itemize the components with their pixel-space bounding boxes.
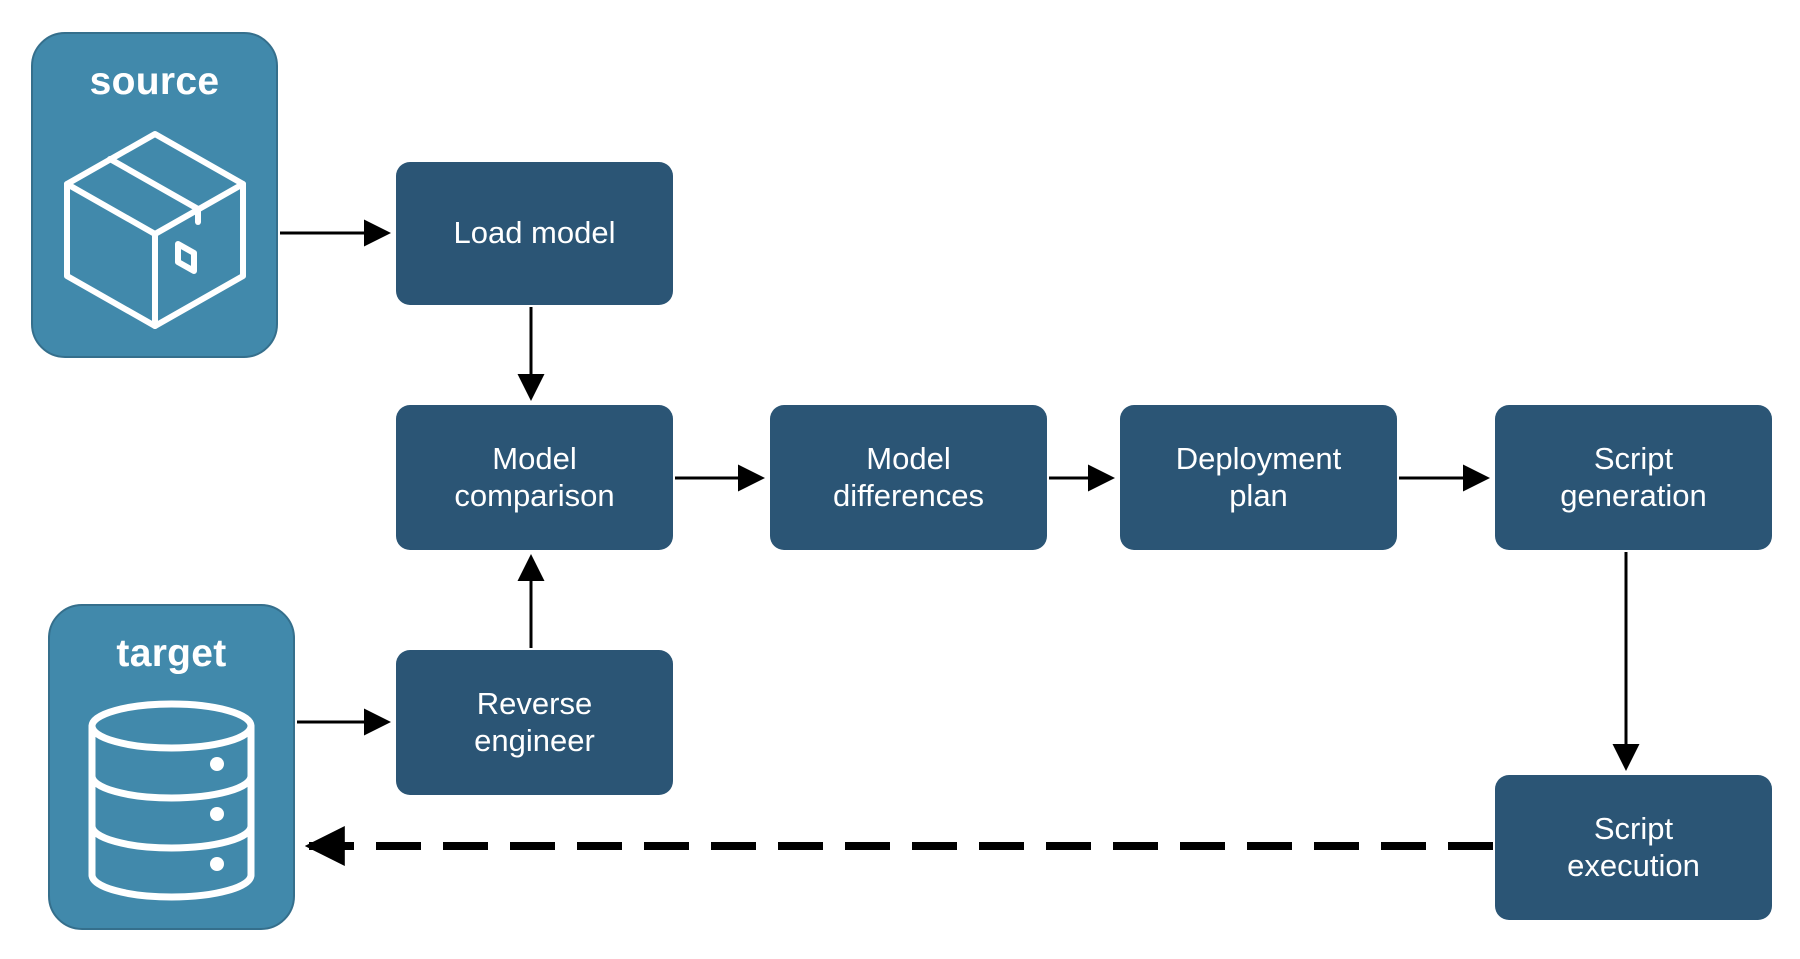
node-model-differences[interactable]: Model differences: [770, 405, 1047, 550]
node-label-deployment-plan: Deployment plan: [1175, 440, 1342, 513]
node-label-reverse-engineer: Reverse engineer: [474, 685, 595, 758]
node-label-model-comparison: Model comparison: [454, 440, 615, 513]
node-label-model-differences: Model differences: [832, 440, 985, 513]
node-model-comparison[interactable]: Model comparison: [396, 405, 673, 550]
package-box-icon: [33, 101, 276, 356]
endpoint-label-source: source: [89, 60, 220, 103]
endpoint-card-target[interactable]: target: [48, 604, 295, 930]
endpoint-label-target: target: [116, 632, 227, 675]
node-load-model[interactable]: Load model: [396, 162, 673, 305]
database-cylinder-icon: [50, 673, 293, 928]
endpoint-card-source[interactable]: source: [31, 32, 278, 358]
node-reverse-engineer[interactable]: Reverse engineer: [396, 650, 673, 795]
node-label-script-execution: Script execution: [1567, 810, 1700, 883]
node-label-load-model: Load model: [453, 215, 616, 251]
node-script-generation[interactable]: Script generation: [1495, 405, 1772, 550]
node-deployment-plan[interactable]: Deployment plan: [1120, 405, 1397, 550]
node-label-script-generation: Script generation: [1560, 440, 1707, 513]
node-script-execution[interactable]: Script execution: [1495, 775, 1772, 920]
